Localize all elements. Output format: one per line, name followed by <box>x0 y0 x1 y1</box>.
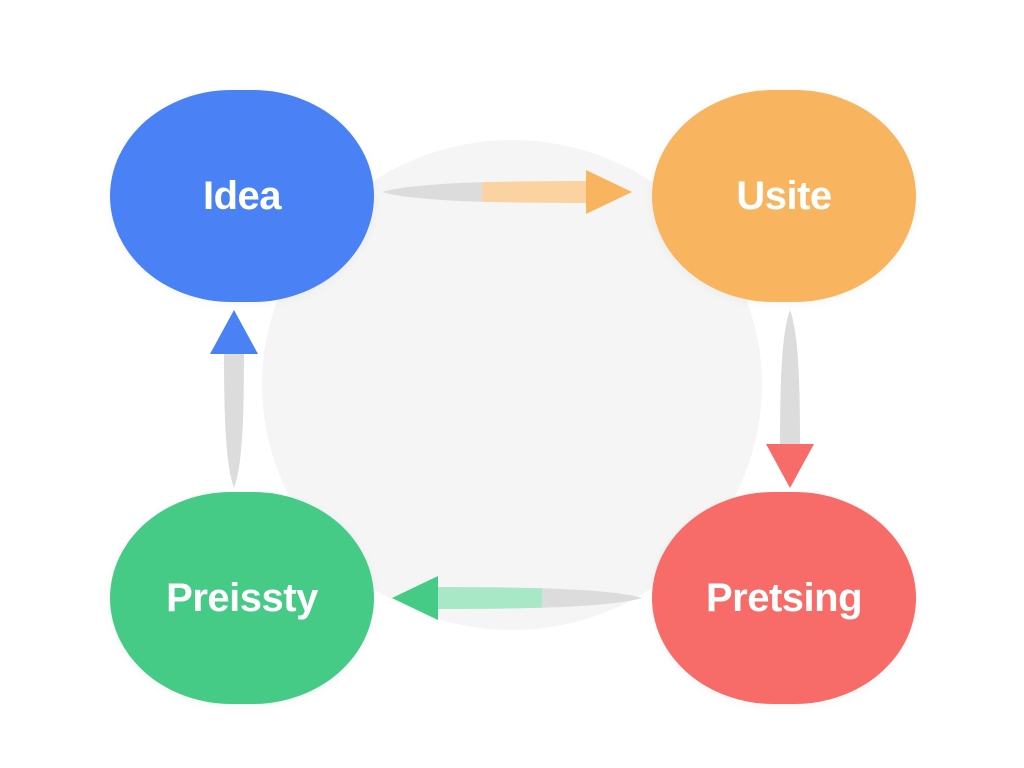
arrowhead-left-icon <box>392 576 438 620</box>
node-preissty[interactable]: Preissty <box>110 492 374 704</box>
connector-pretsing-to-preissty <box>392 576 642 620</box>
arrowhead-up-icon <box>210 310 258 354</box>
node-pretsing-label: Pretsing <box>705 576 863 620</box>
connector-idea-to-usite <box>382 170 632 214</box>
node-usite[interactable]: Usite <box>652 90 916 302</box>
connector-shaft <box>382 181 590 203</box>
node-preissty-label: Preissty <box>166 576 318 620</box>
connector-usite-to-pretsing <box>766 310 814 488</box>
arrowhead-down-icon <box>766 444 814 488</box>
connector-shaft <box>224 352 244 488</box>
node-idea[interactable]: Idea <box>110 90 374 302</box>
connector-shaft <box>780 310 800 446</box>
connector-preissty-to-idea <box>210 310 258 488</box>
node-idea-label: Idea <box>202 174 282 218</box>
node-pretsing[interactable]: Pretsing <box>652 492 916 704</box>
arrowhead-right-icon <box>586 170 632 214</box>
connector-shaft <box>434 587 642 609</box>
node-usite-label: Usite <box>736 174 832 218</box>
